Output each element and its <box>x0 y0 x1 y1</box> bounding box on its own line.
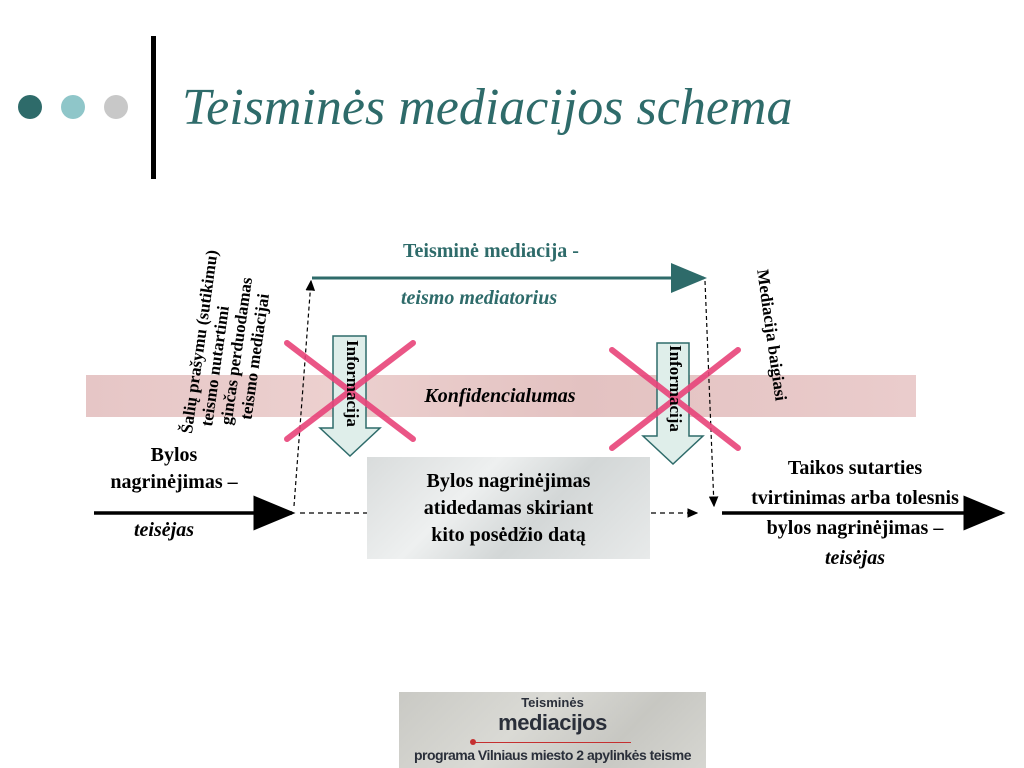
page-title: Teisminės mediacijos schema <box>182 79 793 136</box>
left-judge: teisėjas <box>134 519 194 541</box>
info-arrow-left <box>318 335 382 458</box>
program-logo: Teisminės mediacijos programa Vilniaus m… <box>399 692 706 768</box>
adjournment-line-3: kito posėdžio datą <box>431 523 586 546</box>
bullet-dot-teal <box>61 95 85 119</box>
left-block-line-2: nagrinėjimas – <box>110 471 238 493</box>
right-block-line-3: bylos nagrinėjimas – <box>766 517 944 539</box>
right-block-line-1: Taikos sutarties <box>787 457 923 479</box>
logo-line-3: programa Vilniaus miesto 2 apylinkės tei… <box>413 747 692 763</box>
right-block-line-2: tvirtinimas arba tolesnis <box>751 487 959 509</box>
confidentiality-label: Konfidencialumas <box>424 385 576 407</box>
logo-line-1: Teisminės <box>521 695 584 710</box>
right-block: Taikos sutarties tvirtinimas arba tolesn… <box>718 453 992 573</box>
bullet-dot-dark <box>18 95 42 119</box>
dashed-line-start <box>293 279 316 507</box>
logo-line-2: mediacijos <box>498 710 607 735</box>
adjournment-line-1: Bylos nagrinėjimas <box>426 469 591 492</box>
adjournment-box: Bylos nagrinėjimas atidedamas skiriant k… <box>367 457 650 559</box>
logo-dot <box>470 739 476 745</box>
left-block-line-1: Bylos <box>150 444 198 466</box>
left-block: Bylos nagrinėjimas – <box>88 442 260 496</box>
bullet-dot-grey <box>104 95 128 119</box>
logo-divider <box>473 742 631 743</box>
title-divider <box>151 36 156 179</box>
cross-right <box>609 347 741 451</box>
mediation-label: Teisminė mediacija - <box>403 240 579 262</box>
confidentiality-band <box>86 375 916 417</box>
dashed-line-end <box>704 280 719 508</box>
adjournment-line-2: atidedamas skiriant <box>423 496 594 519</box>
right-block-judge: teisėjas <box>825 547 885 569</box>
cross-left <box>284 340 416 442</box>
mediator-label: teismo mediatorius <box>401 287 558 309</box>
